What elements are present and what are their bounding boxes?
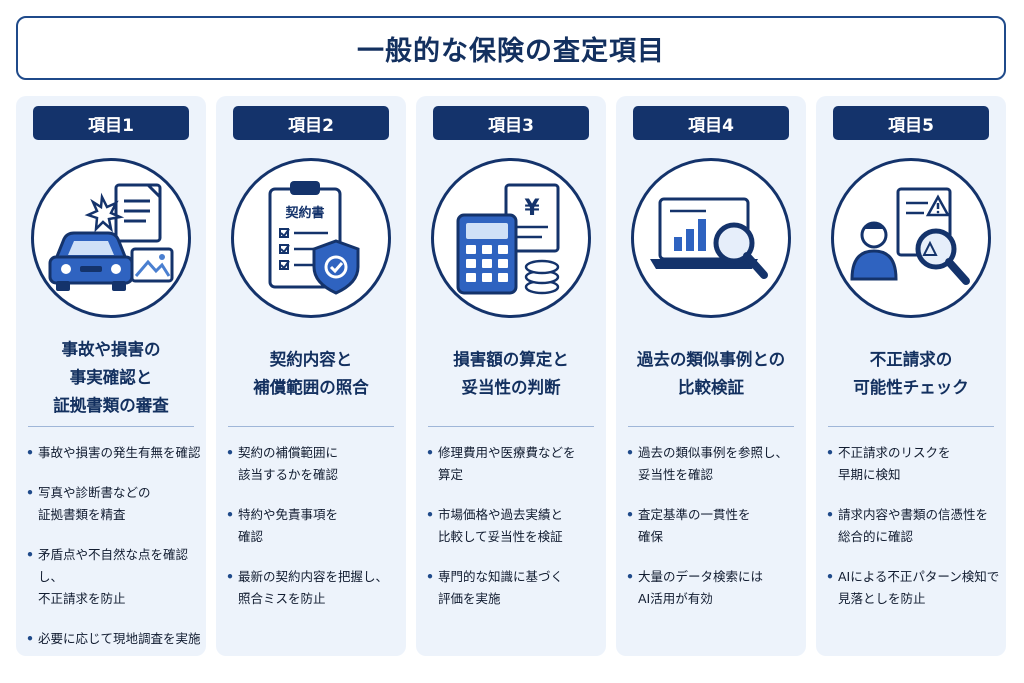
column-5: 項目5 不正請求の 可能性チェック 不正請求のリスクを 早期に検知 請求内容や書… — [816, 96, 1006, 656]
column-heading: 不正請求の 可能性チェック — [853, 350, 969, 397]
column-4: 項目4 過去の類似事例との 比較検証 過去の類似事例を参照し、 妥当性を確認 査… — [616, 96, 806, 656]
list-item: 最新の契約内容を把握し、 照合ミスを防止 — [226, 566, 404, 610]
list-item: 矛盾点や不自然な点を確認し、 不正請求を防止 — [26, 544, 204, 610]
list-item: 事故や損害の発生有無を確認 — [26, 442, 204, 464]
item-badge: 項目2 — [233, 106, 389, 140]
calculator-yen-coins-icon: ¥ — [456, 183, 560, 295]
bullet-list: 契約の補償範囲に 該当するかを確認 特約や免責事項を 確認 最新の契約内容を把握… — [226, 442, 404, 628]
item-badge: 項目3 — [433, 106, 589, 140]
divider — [228, 426, 394, 427]
column-heading: 損害額の算定と 妥当性の判断 — [453, 350, 569, 397]
list-item: 契約の補償範囲に 該当するかを確認 — [226, 442, 404, 486]
column-heading: 契約内容と 補償範囲の照合 — [253, 350, 369, 397]
list-item: 市場価格や過去実績と 比較して妥当性を検証 — [426, 504, 604, 548]
bullet-list: 不正請求のリスクを 早期に検知 請求内容や書類の信憑性を 総合的に確認 AIによ… — [826, 442, 1004, 628]
column-2: 項目2 契約書 契約内容と 補償範囲の照合 — [216, 96, 406, 656]
column-heading: 過去の類似事例との 比較検証 — [636, 350, 786, 397]
bullet-list: 過去の類似事例を参照し、 妥当性を確認 査定基準の一貫性を 確保 大量のデータ検… — [626, 442, 804, 628]
list-item: AIによる不正パターン検知で 見落としを防止 — [826, 566, 1004, 610]
icon-circle: 契約書 — [231, 158, 391, 318]
list-item: 不正請求のリスクを 早期に検知 — [826, 442, 1004, 486]
list-item: 写真や診断書などの 証拠書類を精査 — [26, 482, 204, 526]
icon-circle — [831, 158, 991, 318]
list-item: 専門的な知識に基づく 評価を実施 — [426, 566, 604, 610]
divider — [28, 426, 194, 427]
icon-circle — [31, 158, 191, 318]
divider — [628, 426, 794, 427]
laptop-chart-magnifier-icon — [650, 197, 768, 279]
list-item: 査定基準の一貫性を 確保 — [626, 504, 804, 548]
page-title: 一般的な保険の査定項目 — [357, 35, 665, 67]
icon-circle — [631, 158, 791, 318]
item-badge: 項目5 — [833, 106, 989, 140]
list-item: 大量のデータ検索には AI活用が有効 — [626, 566, 804, 610]
contract-label: 契約書 — [284, 205, 324, 221]
bullet-list: 事故や損害の発生有無を確認 写真や診断書などの 証拠書類を精査 矛盾点や不自然な… — [26, 442, 204, 668]
icon-circle: ¥ — [431, 158, 591, 318]
contract-clipboard-shield-icon: 契約書 — [268, 181, 360, 295]
column-3: 項目3 ¥ 損害額の算定と 妥当性 — [416, 96, 606, 656]
column-heading: 事故や損害の 事実確認と 証拠書類の審査 — [53, 340, 169, 415]
person-warning-magnifier-icon — [850, 187, 970, 285]
columns-container: 項目1 — [16, 96, 1008, 658]
divider — [428, 426, 594, 427]
list-item: 必要に応じて現地調査を実施 — [26, 628, 204, 650]
divider — [828, 426, 994, 427]
yen-symbol: ¥ — [524, 196, 540, 221]
list-item: 特約や免責事項を 確認 — [226, 504, 404, 548]
car-accident-document-icon — [48, 183, 174, 291]
list-item: 請求内容や書類の信憑性を 総合的に確認 — [826, 504, 1004, 548]
item-badge: 項目4 — [633, 106, 789, 140]
item-badge: 項目1 — [33, 106, 189, 140]
column-1: 項目1 — [16, 96, 206, 656]
bullet-list: 修理費用や医療費などを 算定 市場価格や過去実績と 比較して妥当性を検証 専門的… — [426, 442, 604, 628]
list-item: 修理費用や医療費などを 算定 — [426, 442, 604, 486]
list-item: 過去の類似事例を参照し、 妥当性を確認 — [626, 442, 804, 486]
title-banner: 一般的な保険の査定項目 — [16, 16, 1006, 80]
